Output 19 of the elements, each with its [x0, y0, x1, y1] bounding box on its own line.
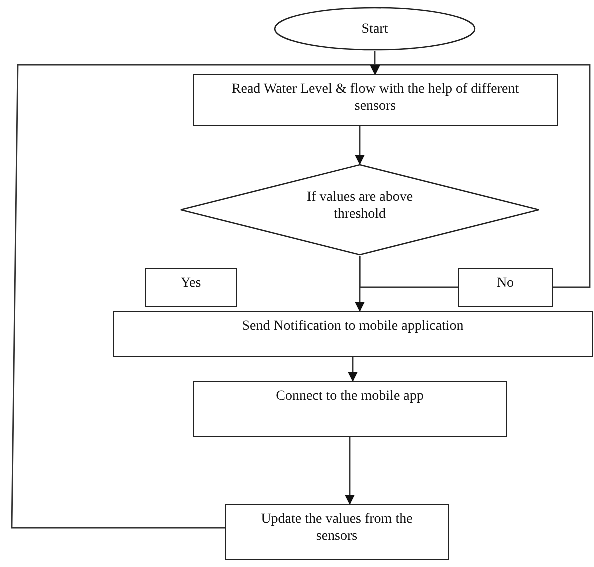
node-text: Send Notification to mobile application: [242, 318, 464, 335]
process-box: [193, 381, 507, 437]
node-text: Start: [362, 20, 388, 38]
node-text: Read Water Level & flow with the help of different sensors: [230, 81, 520, 115]
node-text: If values are above threshold: [306, 189, 414, 223]
arrow: [345, 437, 355, 505]
process-box: [193, 74, 558, 126]
process-box: [225, 504, 449, 560]
node-text: Update the values from the sensors: [260, 511, 414, 545]
arrow: [348, 357, 358, 382]
arrow: [11, 64, 380, 529]
node-text: No: [496, 275, 514, 292]
node-text: Yes: [180, 275, 202, 292]
process-box: [458, 268, 553, 307]
connector-line: [359, 256, 458, 288]
process-box: [145, 268, 237, 307]
arrow: [355, 126, 365, 165]
node-text: Connect to the mobile app: [276, 388, 424, 405]
process-box: [113, 311, 593, 357]
